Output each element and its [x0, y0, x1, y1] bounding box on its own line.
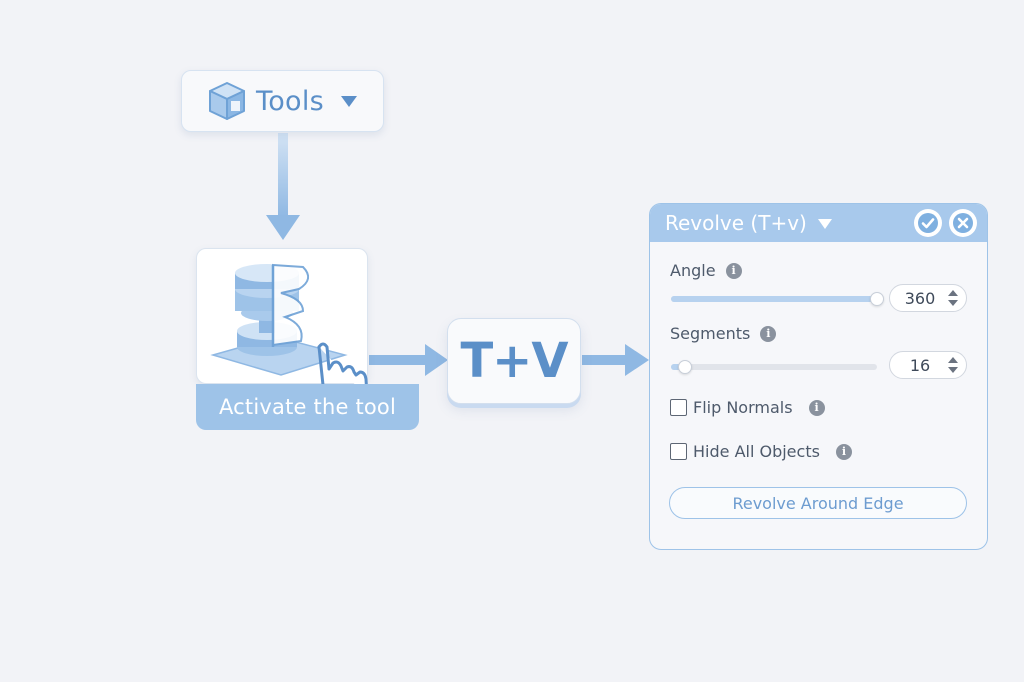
segments-slider-thumb[interactable] [678, 360, 693, 374]
segments-label: Segments [670, 324, 751, 343]
check-icon [918, 213, 938, 233]
angle-label: Angle [670, 261, 716, 280]
info-icon[interactable]: i [835, 443, 852, 460]
panel-header: Revolve (T+v) [650, 204, 987, 242]
close-icon [953, 213, 973, 233]
arrow-shortcut-to-panel [582, 344, 649, 376]
hide-all-objects-checkbox[interactable] [670, 443, 687, 460]
angle-slider-fill [671, 296, 877, 302]
increment-icon[interactable] [948, 290, 958, 297]
caret-down-icon[interactable] [817, 217, 833, 230]
hide-all-objects-label: Hide All Objects [693, 442, 820, 461]
flip-normals-checkbox[interactable] [670, 399, 687, 416]
flip-normals-label: Flip Normals [693, 398, 793, 417]
decrement-icon[interactable] [948, 366, 958, 373]
flip-normals-row[interactable]: Flip Normals i [670, 398, 825, 417]
segments-stepper[interactable]: 16 [889, 351, 967, 379]
angle-label-row: Angle i [670, 261, 742, 280]
tools-label: Tools [256, 85, 325, 117]
close-button[interactable] [949, 209, 977, 237]
segments-label-row: Segments i [670, 324, 777, 343]
tool-card-image [196, 248, 369, 401]
panel-title: Revolve (T+v) [665, 211, 807, 235]
segments-value: 16 [909, 355, 931, 375]
info-icon[interactable]: i [760, 325, 777, 342]
arrow-tools-to-card [266, 133, 300, 240]
decrement-icon[interactable] [948, 299, 958, 306]
cube-icon [209, 82, 245, 120]
hide-all-objects-row[interactable]: Hide All Objects i [670, 442, 852, 461]
segments-slider[interactable] [671, 360, 877, 374]
info-icon[interactable]: i [725, 262, 742, 279]
tools-dropdown[interactable]: Tools [181, 70, 384, 132]
confirm-button[interactable] [914, 209, 942, 237]
caret-down-icon [341, 96, 358, 107]
shortcut-keys: T+V [447, 318, 581, 404]
info-icon[interactable]: i [808, 399, 825, 416]
arrow-card-to-shortcut [369, 344, 448, 376]
activate-tool-label: Activate the tool [196, 384, 419, 430]
segments-slider-fill [671, 364, 686, 370]
revolve-around-edge-button[interactable]: Revolve Around Edge [669, 487, 967, 519]
revolve-tool-card[interactable]: Activate the tool [196, 248, 419, 430]
increment-icon[interactable] [948, 357, 958, 364]
angle-slider-thumb[interactable] [870, 292, 884, 306]
angle-slider[interactable] [671, 292, 884, 306]
revolve-tool-icon [210, 263, 348, 376]
angle-stepper[interactable]: 360 [889, 284, 967, 312]
revolve-panel: Revolve (T+v) Angle i 360 [649, 203, 988, 550]
angle-value: 360 [904, 288, 936, 308]
